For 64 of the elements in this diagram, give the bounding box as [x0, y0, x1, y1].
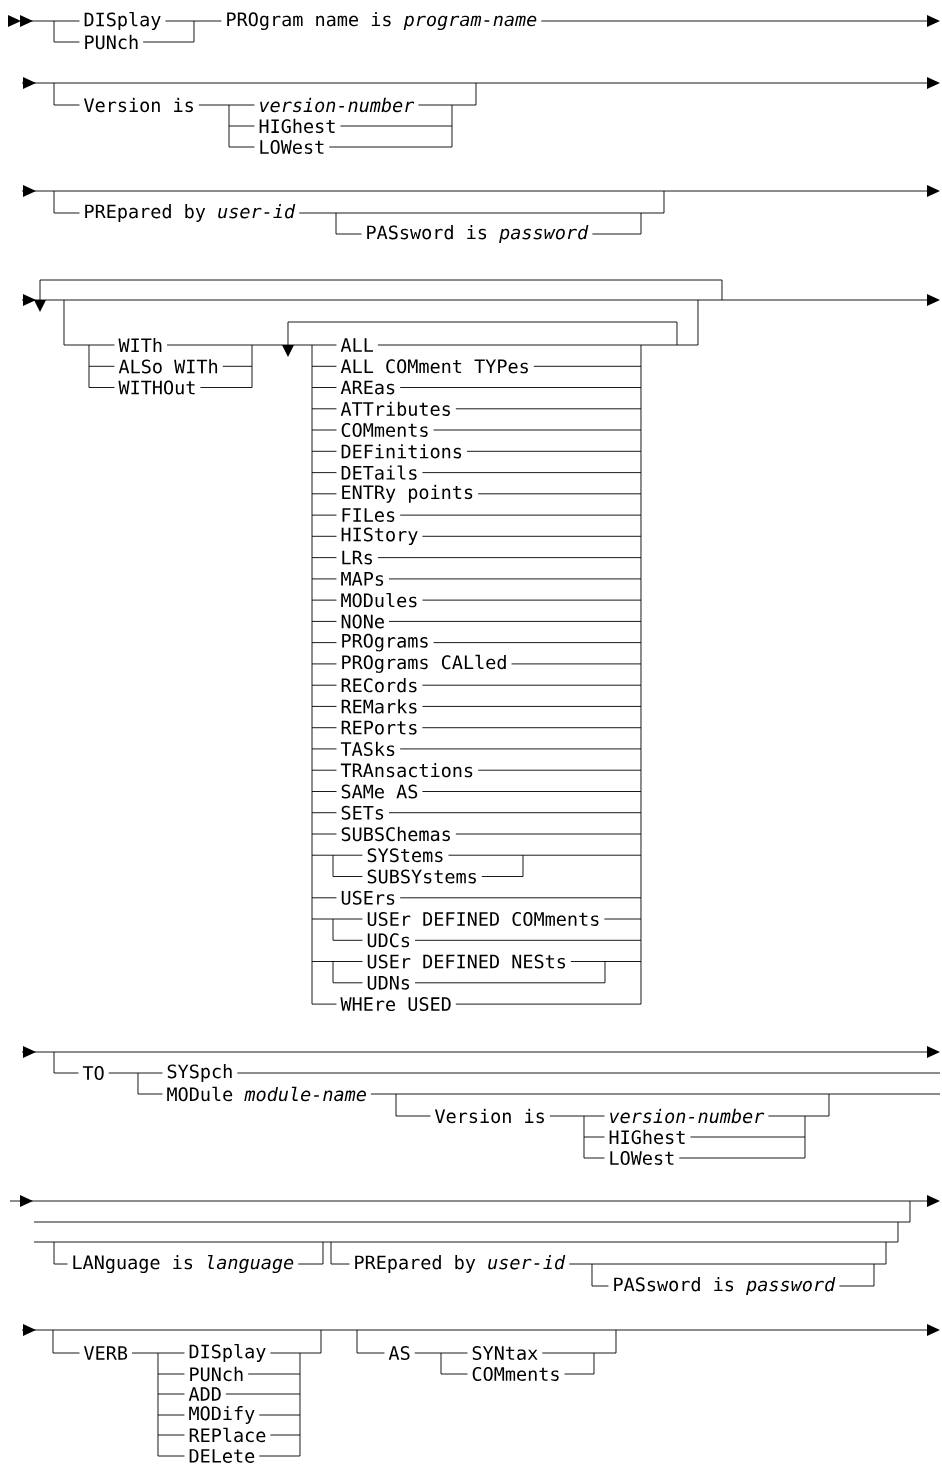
syntax-label: TO	[78, 1066, 109, 1080]
syntax-label: COMments	[467, 1367, 565, 1381]
syntax-label: LOWest	[254, 140, 330, 154]
syntax-label: PROgrams CALled	[336, 654, 512, 673]
syntax-label: SYStems	[362, 848, 449, 863]
syntax-label: LOWest	[604, 1151, 680, 1165]
syntax-label: ENTRy points	[336, 484, 479, 503]
syntax-label: ALL COMment TYPes	[336, 359, 534, 374]
syntax-label: DISplay	[79, 12, 166, 30]
syntax-label: ATTributes	[336, 401, 456, 416]
syntax-label: USErs	[336, 890, 401, 905]
syntax-label: NONe	[336, 614, 389, 629]
syntax-label: HIGhest	[604, 1129, 691, 1145]
syntax-label: WITh	[114, 337, 167, 353]
syntax-label: REPorts	[336, 720, 423, 735]
syntax-label: MODules	[336, 592, 423, 608]
syntax-label: AS	[384, 1346, 415, 1360]
syntax-label: HIGhest	[254, 118, 341, 134]
syntax-label: SUBSYstems	[362, 869, 482, 884]
syntax-label: PREpared by user-id	[79, 204, 300, 222]
syntax-label: DELete	[184, 1449, 260, 1463]
syntax-label: ADD	[184, 1387, 226, 1401]
syntax-label: PREpared by user-id	[349, 1255, 570, 1273]
syntax-label: SETs	[336, 805, 389, 820]
syntax-label: SUBSChemas	[336, 826, 456, 842]
syntax-label: COMments	[336, 423, 434, 437]
syntax-label: REMarks	[336, 699, 423, 714]
syntax-label: SYNtax	[467, 1346, 543, 1360]
syntax-label: FILes	[336, 508, 401, 522]
syntax-label: USEr DEFINED COMments	[362, 912, 605, 926]
syntax-label: PROgrams	[336, 633, 434, 652]
syntax-label: Version is	[430, 1108, 550, 1124]
syntax-label: WITHOut	[114, 380, 201, 395]
syntax-label: MODule module-name	[162, 1086, 371, 1102]
syntax-label: ALSo WITh	[114, 359, 223, 374]
syntax-label: UDCs	[362, 933, 415, 948]
syntax-label: LRs	[336, 550, 378, 565]
syntax-label: version-number	[254, 97, 419, 113]
syntax-label: WHEre USED	[336, 997, 456, 1012]
syntax-label: version-number	[604, 1108, 769, 1124]
syntax-label: AREas	[336, 380, 401, 395]
syntax-label: PASsword is password	[608, 1277, 840, 1295]
syntax-label: PROgram name is program-name	[221, 12, 542, 31]
syntax-label: DEFinitions	[336, 444, 467, 459]
syntax-label: TASks	[336, 741, 401, 757]
syntax-label: USEr DEFINED NESts	[362, 954, 571, 969]
syntax-label: RECords	[336, 678, 423, 693]
syntax-label: LANguage is language	[67, 1254, 299, 1274]
syntax-label: DETails	[336, 465, 423, 480]
syntax-label: UDNs	[362, 975, 415, 990]
syntax-label: REPlace	[184, 1427, 271, 1443]
syntax-label: MODify	[184, 1406, 260, 1424]
syntax-label: PUNch	[184, 1366, 249, 1382]
syntax-label: PUNch	[79, 34, 144, 50]
syntax-label: MAPs	[336, 572, 389, 586]
syntax-label: TRAnsactions	[336, 763, 479, 778]
syntax-label: SYSpch	[162, 1064, 238, 1082]
syntax-label: PASsword is password	[361, 225, 593, 243]
syntax-label: Version is	[79, 97, 199, 113]
syntax-label: HIStory	[336, 527, 423, 546]
syntax-label: VERB	[79, 1346, 132, 1360]
syntax-label: ALL	[336, 338, 378, 352]
syntax-label: SAMe AS	[336, 784, 423, 799]
syntax-label: DISplay	[184, 1344, 271, 1362]
